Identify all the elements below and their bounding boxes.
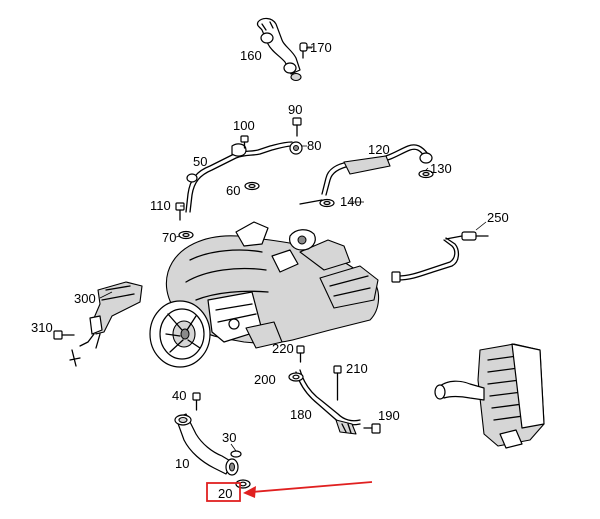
- part-60-washer[interactable]: [244, 181, 260, 191]
- label-30: 30: [222, 430, 236, 445]
- part-200-washer[interactable]: [288, 372, 304, 382]
- part-50-oil-line[interactable]: [185, 141, 293, 213]
- label-300: 300: [74, 291, 96, 306]
- part-190-clamp[interactable]: [363, 423, 381, 434]
- label-20: 20: [218, 486, 232, 501]
- part-180-pipe[interactable]: [295, 369, 361, 435]
- label-60: 60: [226, 183, 240, 198]
- part-40-bolt[interactable]: [192, 392, 201, 411]
- label-210: 210: [346, 361, 368, 376]
- label-140: 140: [340, 194, 362, 209]
- part-90-bolt[interactable]: [292, 117, 302, 137]
- label-10: 10: [175, 456, 189, 471]
- part-170-clamp[interactable]: [299, 42, 313, 59]
- part-110-bolt[interactable]: [175, 202, 185, 221]
- highlight-arrow: [243, 481, 373, 498]
- part-300-bracket[interactable]: [79, 281, 143, 349]
- part-100-bolt[interactable]: [240, 135, 249, 149]
- label-120: 120: [368, 142, 390, 157]
- label-190: 190: [378, 408, 400, 423]
- part-250-sensor[interactable]: [391, 221, 489, 283]
- part-70-washer[interactable]: [178, 230, 194, 240]
- label-70: 70: [162, 230, 176, 245]
- label-100: 100: [233, 118, 255, 133]
- label-130: 130: [430, 161, 452, 176]
- label-40: 40: [172, 388, 186, 403]
- label-90: 90: [288, 102, 302, 117]
- label-250: 250: [487, 210, 509, 225]
- part-210-bolt[interactable]: [333, 365, 342, 401]
- part-160-hose[interactable]: [256, 17, 302, 82]
- part-30-clip[interactable]: [230, 443, 242, 458]
- part-140-washer[interactable]: [319, 198, 335, 208]
- label-220: 220: [272, 341, 294, 356]
- part-220-bolt[interactable]: [296, 345, 305, 363]
- part-310-bolt[interactable]: [53, 330, 81, 367]
- label-170: 170: [310, 40, 332, 55]
- part-80-banjo[interactable]: [289, 141, 307, 155]
- highlight-box: [206, 482, 241, 502]
- turbocharger-assembly: [149, 221, 380, 368]
- label-180: 180: [290, 407, 312, 422]
- part-130-washer[interactable]: [418, 169, 434, 179]
- label-50: 50: [193, 154, 207, 169]
- part-120-pipe[interactable]: [299, 144, 433, 205]
- label-80: 80: [307, 138, 321, 153]
- part-20-seal[interactable]: [235, 479, 251, 489]
- label-200: 200: [254, 372, 276, 387]
- label-110: 110: [150, 198, 171, 213]
- egr-cooler: [434, 343, 545, 449]
- part-10-hose[interactable]: [174, 413, 239, 476]
- label-160: 160: [240, 48, 262, 63]
- label-310: 310: [31, 320, 53, 335]
